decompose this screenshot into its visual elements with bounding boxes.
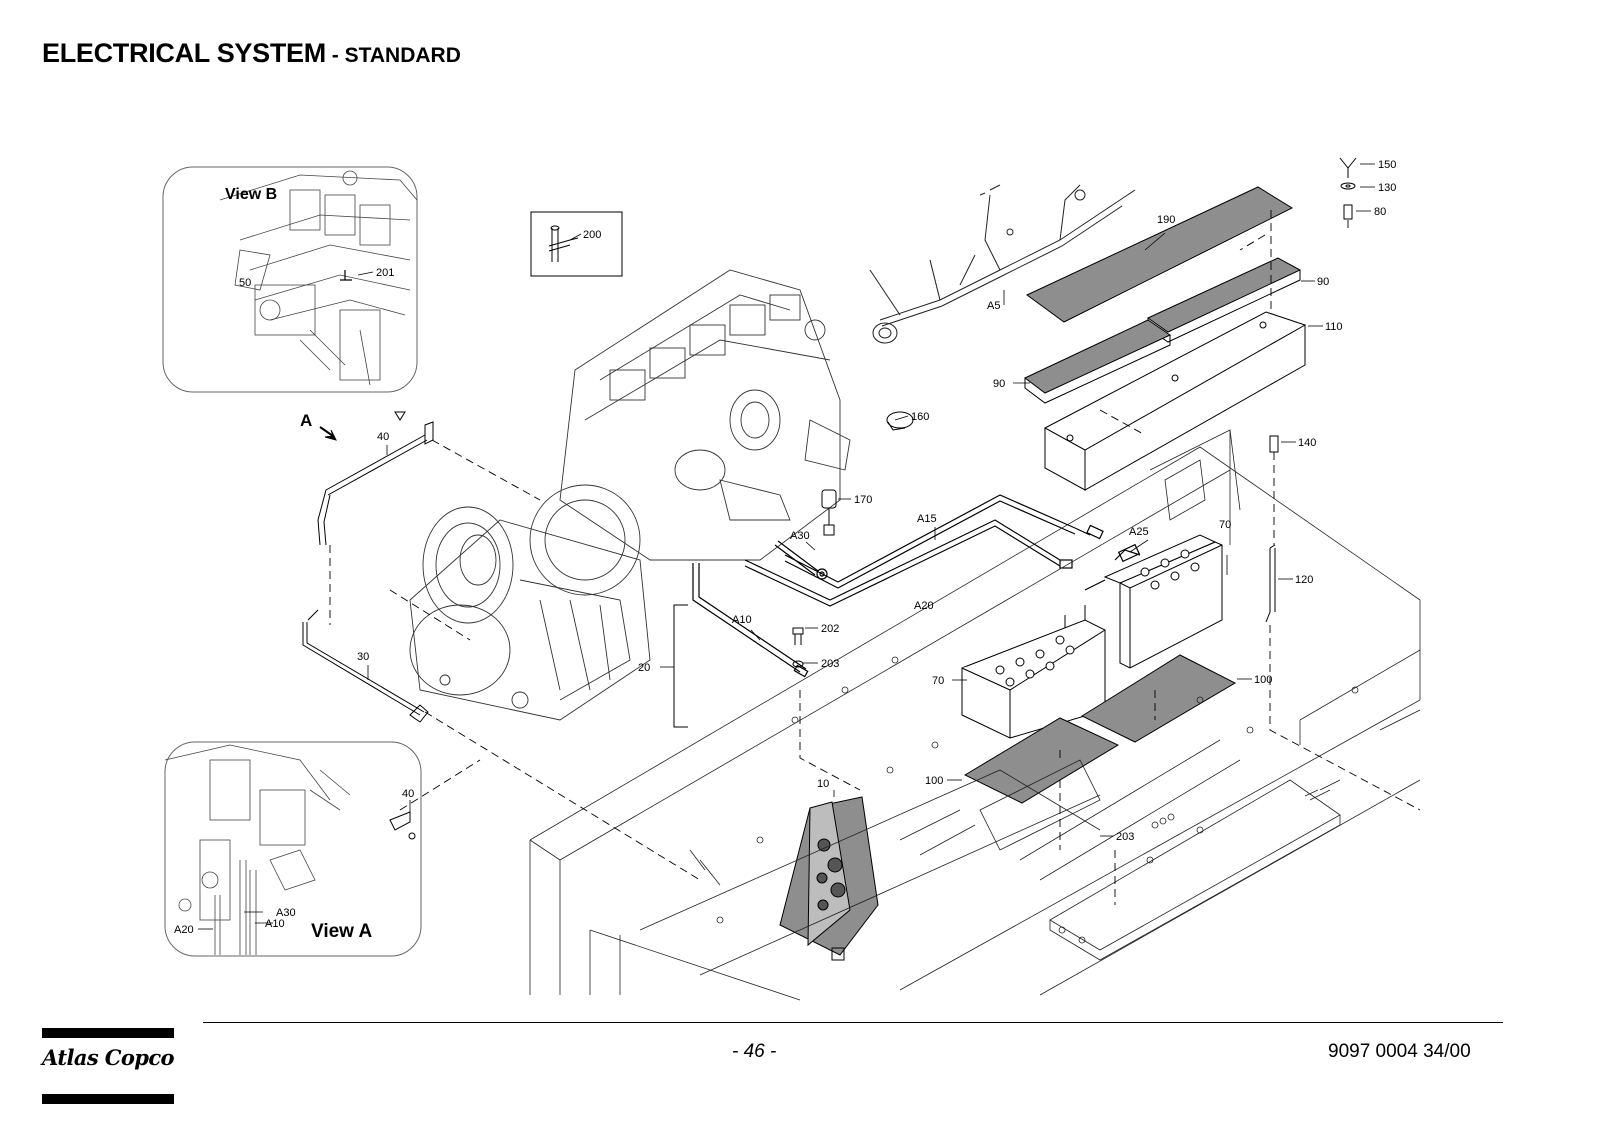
logo-bar-top (42, 1028, 174, 1038)
view-a-label: View A (311, 921, 373, 942)
callout-100-left: 100 (925, 775, 943, 787)
callout-203-top: 203 (821, 658, 839, 670)
view-b-label: View B (225, 186, 277, 203)
bracket-20 (673, 604, 688, 728)
page-title: ELECTRICAL SYSTEM - STANDARD (42, 38, 461, 69)
footer-rule (203, 1022, 1503, 1023)
engine-assembly (409, 269, 851, 721)
callout-160: 160 (911, 411, 929, 423)
bolt-202 (792, 627, 804, 668)
page-number: - 46 - (732, 1041, 777, 1062)
callout-a10-main: A10 (732, 614, 752, 626)
callout-a20-inset: A20 (174, 924, 194, 936)
cable-a30 (774, 540, 828, 580)
callout-leaders (198, 163, 1375, 930)
callout-labels: 150 130 80 190 90 90 110 140 120 100 100… (174, 159, 1396, 942)
callout-201: 201 (376, 267, 394, 279)
callout-100-right: 100 (1254, 674, 1272, 686)
callout-202: 202 (821, 623, 839, 635)
switch-170 (821, 489, 837, 536)
callout-203-bottom: 203 (1116, 831, 1134, 843)
control-panel-10 (779, 796, 879, 961)
callout-50: 50 (239, 277, 251, 289)
chassis-frame (529, 429, 1421, 1001)
battery-bracket-110 (1043, 311, 1307, 491)
callout-120: 120 (1295, 574, 1313, 586)
callout-a10-inset: A10 (265, 918, 285, 930)
callout-a20-main: A20 (914, 600, 934, 612)
document-number: 9097 0004 34/00 (1328, 1041, 1471, 1062)
callout-110: 110 (1325, 321, 1343, 333)
battery-lid-190 (1026, 186, 1294, 323)
callout-30: 30 (357, 651, 369, 663)
callout-10: 10 (817, 778, 829, 790)
rubber-pad-100-right (1080, 654, 1237, 743)
callout-40-inset: 40 (402, 788, 414, 800)
callout-a15: A15 (917, 513, 937, 525)
bracket-40 (317, 411, 434, 546)
assembly-dashed-lines (329, 210, 1421, 905)
clamp-160 (886, 411, 914, 431)
arrow-a-label: A (300, 411, 312, 430)
logo-bar-bottom (42, 1094, 174, 1104)
atlas-copco-logo: Atlas Copco (42, 1028, 175, 1106)
callout-a5: A5 (987, 300, 1000, 312)
callout-a25: A25 (1129, 526, 1149, 538)
callout-130: 130 (1378, 182, 1396, 194)
callout-190: 190 (1157, 214, 1175, 226)
hardware-items (1265, 157, 1357, 623)
callout-80: 80 (1374, 206, 1386, 218)
callout-70-right: 70 (1219, 519, 1231, 531)
title-sub: - STANDARD (325, 44, 461, 67)
view-a-arrow (319, 426, 337, 441)
cable-a15 (784, 494, 1104, 589)
callout-170: 170 (854, 494, 872, 506)
callout-90-right: 90 (1317, 276, 1329, 288)
callout-90-left: 90 (993, 378, 1005, 390)
battery-70-right (1103, 534, 1223, 669)
title-main: ELECTRICAL SYSTEM (42, 38, 326, 68)
battery-70-left (961, 605, 1106, 739)
callout-200: 200 (583, 229, 601, 241)
wire-harness-a5 (869, 184, 1136, 344)
rubber-pad-100-left (963, 717, 1120, 804)
callout-150: 150 (1378, 159, 1396, 171)
callout-140: 140 (1298, 437, 1316, 449)
inset-view-b (162, 166, 418, 393)
cable-a25 (1084, 543, 1141, 591)
callout-40-main: 40 (377, 431, 389, 443)
inset-view-a (164, 741, 422, 957)
logo-wordmark: Atlas Copco (42, 1045, 175, 1070)
callout-20: 20 (638, 662, 650, 674)
battery-cover-90-left (1024, 319, 1172, 404)
ground-cable-30 (302, 609, 429, 723)
cable-a20 (744, 519, 1073, 607)
item-200-box (530, 211, 623, 277)
callout-70-left: 70 (932, 675, 944, 687)
callout-a30-main: A30 (790, 530, 810, 542)
cable-a10 (692, 563, 809, 678)
callout-a30-inset: A30 (276, 907, 296, 919)
